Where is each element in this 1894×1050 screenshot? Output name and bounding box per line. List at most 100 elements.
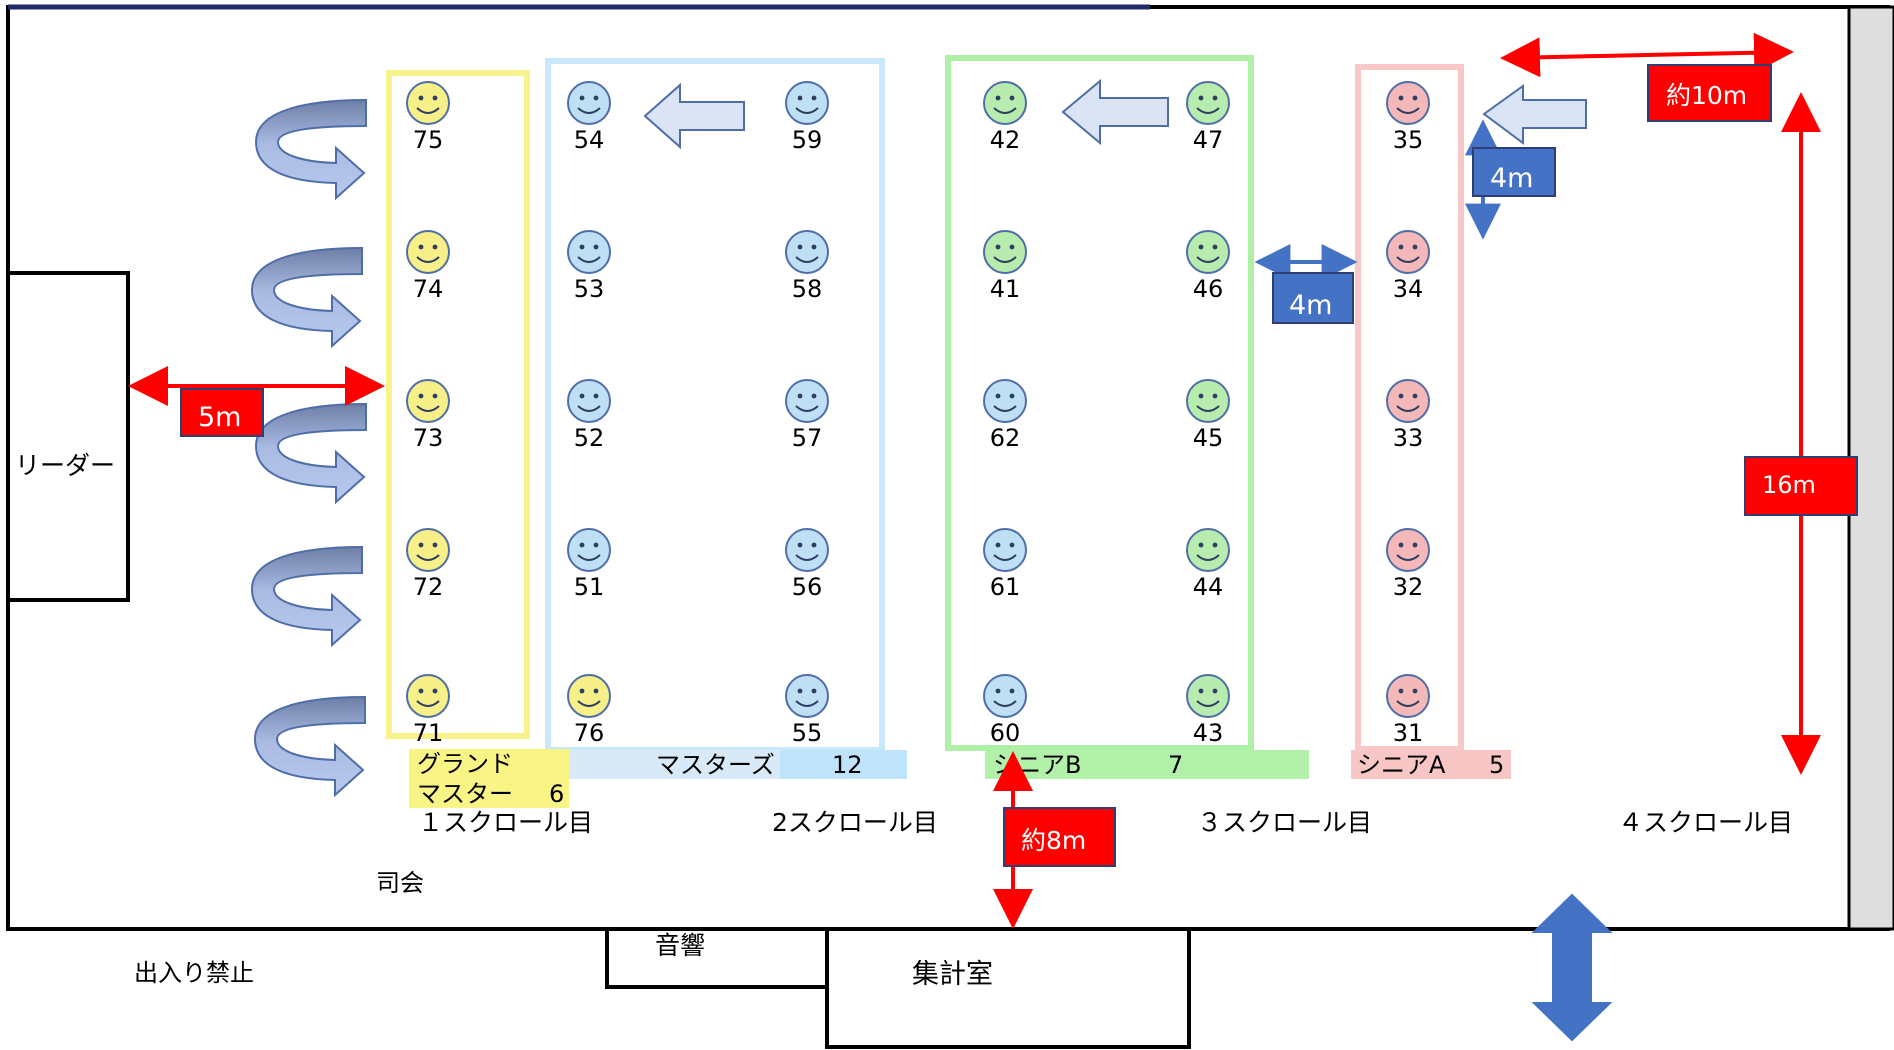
senior-b-count: 7 [1168,751,1183,779]
masters-label-bar-right [780,750,907,779]
seat-number: 34 [1393,275,1424,303]
scroll-label-4: ４スクロール目 [1618,808,1793,837]
leader-distance-label: 5m [198,402,241,433]
seat-number: 56 [792,573,823,601]
seat-number: 53 [574,275,605,303]
mc-label: 司会 [376,869,424,897]
smiley-face-icon [1386,528,1430,572]
smiley-face-icon [983,528,1027,572]
seat-number: 46 [1193,275,1224,303]
front-gap-box [1003,807,1116,867]
front-gap-label: 約8m [1021,826,1086,855]
seat-number: 42 [990,126,1021,154]
smiley-face-icon [785,81,829,125]
seat-number: 31 [1393,719,1424,747]
curved-rotate-arrow-icon [254,402,367,505]
grand-master-label-bar [409,749,569,808]
height-box [1744,456,1858,516]
seat-number: 44 [1193,573,1224,601]
smiley-face-icon [983,379,1027,423]
smiley-face-icon [1386,674,1430,718]
seat-number: 75 [413,126,444,154]
height-label: 16m [1762,471,1816,499]
block-left-arrow-icon [643,82,745,150]
block-left-arrow-icon [1061,78,1169,146]
senior-b-label-bar [985,750,1309,779]
smiley-face-icon [983,674,1027,718]
width-box [1647,64,1772,122]
double-headed-arrow-icon [1531,893,1613,1042]
seat-number: 47 [1193,126,1224,154]
smiley-face-icon [1186,379,1230,423]
leader-box [6,271,130,602]
smiley-face-icon [406,379,450,423]
grand-master-label-2: マスター [417,780,513,808]
seat-number: 55 [792,719,823,747]
smiley-face-icon [406,528,450,572]
curved-rotate-arrow-icon [253,695,366,798]
no-entry-label: 出入り禁止 [134,959,254,987]
rotation-arrows [250,98,367,798]
senior-b-outline [945,55,1254,751]
tally-room [825,927,1191,1049]
seat-number: 60 [990,719,1021,747]
smiley-face-icon [1186,528,1230,572]
faces-layer: 7574737271545352517659585756554241626160… [406,81,1430,747]
width-label: 約10m [1666,81,1747,110]
senior-a-outline [1355,64,1464,752]
scroll-label-2: 2スクロール目 [772,808,938,837]
smiley-face-icon [567,230,611,274]
seat-number: 57 [792,424,823,452]
smiley-face-icon [406,230,450,274]
sound-label: 音響 [655,931,705,960]
smiley-face-icon [567,528,611,572]
tally-room-label: 集計室 [912,959,993,990]
smiley-face-icon [1186,230,1230,274]
seat-number: 71 [413,719,444,747]
seat-number: 74 [413,275,444,303]
seat-number: 51 [574,573,605,601]
senior-a-label-bar [1351,750,1511,779]
seat-number: 73 [413,424,444,452]
grand-master-outline [386,70,530,739]
smiley-face-icon [983,230,1027,274]
masters-label: マスターズ [656,751,775,779]
smiley-face-icon [785,230,829,274]
smiley-face-icon [406,674,450,718]
seat-number: 52 [574,424,605,452]
scroll-label-1: １スクロール目 [418,808,593,837]
curved-rotate-arrow-icon [250,545,363,648]
smiley-face-icon [1386,81,1430,125]
smiley-face-icon [567,379,611,423]
grand-master-label-1: グランド [417,750,513,778]
seat-number: 43 [1193,719,1224,747]
smiley-face-icon [785,379,829,423]
row-gap-horizontal-label: 4m [1289,290,1332,321]
seat-number: 33 [1393,424,1424,452]
row-gap-vertical-label: 4m [1490,163,1533,194]
masters-count: 12 [832,751,863,779]
smiley-face-icon [785,674,829,718]
row-gap-horizontal-box [1272,272,1354,324]
seat-number: 72 [413,573,444,601]
seat-number: 62 [990,424,1021,452]
smiley-face-icon [567,81,611,125]
smiley-face-icon [1386,230,1430,274]
senior-a-label: シニアA [1357,751,1446,779]
smiley-face-icon [1186,674,1230,718]
seat-number: 41 [990,275,1021,303]
seat-number: 45 [1193,424,1224,452]
senior-a-count: 5 [1489,751,1504,779]
sound-booth [605,927,829,989]
seat-number: 35 [1393,126,1424,154]
seat-number: 58 [792,275,823,303]
seat-number: 32 [1393,573,1424,601]
smiley-face-icon [983,81,1027,125]
smiley-face-icon [406,81,450,125]
seat-number: 54 [574,126,605,154]
smiley-face-icon [1386,379,1430,423]
curved-rotate-arrow-icon [250,246,363,349]
curved-rotate-arrow-icon [254,98,367,201]
smiley-face-icon [785,528,829,572]
